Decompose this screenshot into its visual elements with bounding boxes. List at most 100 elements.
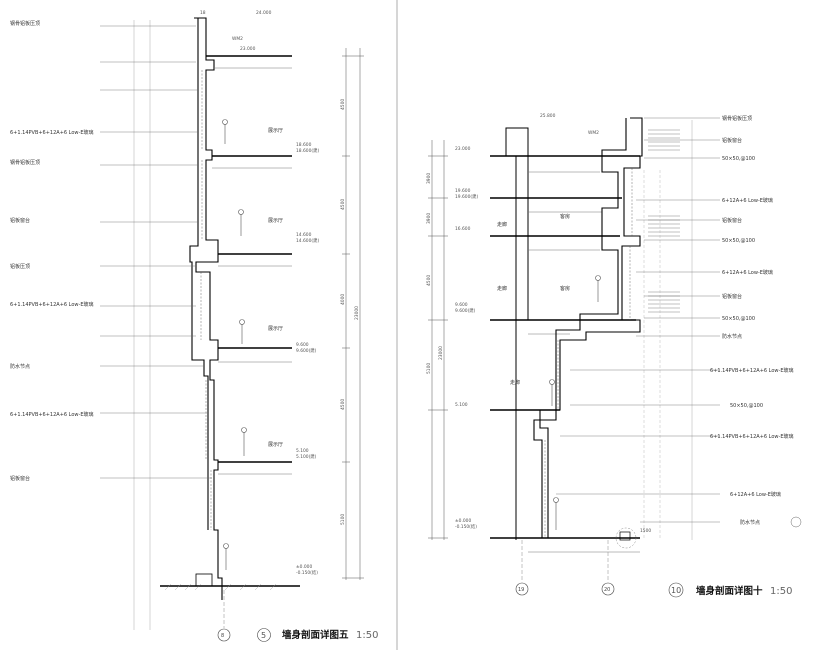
right-top-dim-2: WM2: [588, 130, 599, 136]
left-level-1: 23.000: [240, 46, 256, 52]
right-level-6: ±0.000: [455, 518, 471, 524]
left-leaders: [100, 25, 212, 479]
right-grid-axis-label-1: 19: [518, 587, 524, 593]
left-level-2: 18.600: [296, 142, 312, 148]
right-ceiling-lines: [528, 171, 640, 553]
left-floor-slabs: [160, 55, 300, 587]
right-note-10: 防水节点: [722, 333, 742, 340]
right-glazing-lines: [544, 168, 633, 538]
right-note-8: 铝板窗台: [722, 293, 742, 300]
left-vdim-4: 4500: [340, 399, 346, 410]
right-note-5: 铝板窗台: [722, 217, 742, 224]
right-facade-profile: [533, 117, 643, 538]
right-level-2: 19.600: [455, 188, 471, 194]
left-note-3: 钢骨铝板压顶: [10, 159, 40, 166]
right-grid-axis-bubble-2: [601, 582, 615, 596]
right-detail: [428, 117, 802, 598]
left-note-7: 防水节点: [10, 363, 30, 370]
right-level-3: 16.600: [455, 226, 471, 232]
right-level-6-sub: -0.150(结): [455, 523, 477, 530]
right-vdim-total: 23000: [438, 346, 444, 360]
right-room-5: 走廊: [510, 379, 520, 386]
left-top-dim-2: 24.000: [256, 10, 272, 16]
right-vdim-2: 3900: [426, 213, 432, 224]
right-dimension-chain: [428, 140, 448, 540]
right-grid-axis-bubble-1: [515, 582, 529, 596]
right-room-4: 客房: [560, 285, 570, 292]
left-note-8: 6+1.14PVB+6+12A+6 Low-E玻璃: [10, 411, 93, 418]
right-detail-number: 10: [671, 586, 681, 595]
left-level-5: 5.100: [296, 448, 309, 454]
right-note-14: 6+12A+6 Low-E玻璃: [730, 491, 781, 498]
left-note-4: 铝板窗台: [10, 217, 30, 224]
left-detail-number: 5: [261, 631, 266, 640]
left-scale-figures: [222, 119, 247, 570]
right-note-12: 50×50,@100: [730, 403, 763, 409]
right-level-4-sub: 9.600(建): [455, 307, 476, 314]
left-room-2: 展示厅: [268, 218, 283, 224]
left-level-2-sub: 18.600(建): [296, 147, 319, 154]
left-vdim-1: 4500: [340, 99, 346, 110]
right-note-9: 50×50,@100: [722, 316, 755, 322]
left-detail-scale: 1:50: [356, 630, 378, 641]
left-top-dim-1: 18: [200, 10, 206, 16]
left-note-5: 铝板压顶: [10, 263, 30, 270]
left-level-4: 9.600: [296, 342, 309, 348]
right-level-5: 5.100: [455, 402, 468, 408]
right-note-7: 6+12A+6 Low-E玻璃: [722, 269, 773, 276]
right-detail-title: 墙身剖面详图十: [696, 585, 763, 597]
left-ceiling-lines: [212, 67, 292, 475]
left-note-6: 6+1.14PVB+6+12A+6 Low-E玻璃: [10, 301, 93, 308]
left-vdim-2: 4500: [340, 199, 346, 210]
right-scale-figures: [549, 275, 601, 530]
right-room-3: 走廊: [497, 285, 507, 292]
right-grid-axis-label-2: 20: [604, 587, 610, 593]
right-note-15: 防水节点: [740, 519, 760, 526]
left-level-3: 14.600: [296, 232, 312, 238]
left-note-9: 铝板窗台: [10, 475, 30, 482]
left-room-1: 展示厅: [268, 128, 283, 134]
right-room-1: 走廊: [497, 221, 507, 228]
right-detail-number-bubble: [668, 582, 684, 598]
right-bottom-dim: 1500: [640, 528, 651, 534]
left-dimension-chain: [342, 48, 364, 580]
right-note-13: 6+1.14PVB+6+12A+6 Low-E玻璃: [710, 433, 793, 440]
left-vdim-5: 5100: [340, 514, 346, 525]
right-vdim-1: 3900: [426, 173, 432, 184]
left-level-1-code: WM2: [232, 36, 243, 42]
left-level-6-sub: -0.150(结): [296, 569, 318, 576]
right-note-4: 6+12A+6 Low-E玻璃: [722, 197, 773, 204]
left-vdim-3: 4000: [340, 294, 346, 305]
left-grid-axis-label: 8: [221, 633, 224, 639]
left-level-4-sub: 9.600(建): [296, 347, 317, 354]
left-detail-number-bubble: [257, 628, 271, 642]
left-detail: [100, 17, 364, 642]
left-room-3: 展示厅: [268, 326, 283, 332]
left-level-3-sub: 14.600(建): [296, 237, 319, 244]
right-leaders: [556, 117, 720, 523]
right-note-11: 6+1.14PVB+6+12A+6 Low-E玻璃: [710, 367, 793, 374]
left-room-4: 展示厅: [268, 442, 283, 448]
right-floor-slabs: [490, 155, 640, 539]
left-note-1: 钢骨铝板压顶: [10, 20, 40, 27]
right-note-1: 钢骨铝板压顶: [722, 115, 752, 122]
left-level-5-sub: 5.100(建): [296, 453, 317, 460]
left-glazing-lines: [200, 70, 212, 530]
right-detail-scale: 1:50: [770, 586, 792, 597]
right-building-core: [505, 127, 529, 540]
left-level-6: ±0.000: [296, 564, 312, 570]
right-vdim-3: 4500: [426, 275, 432, 286]
right-note-2: 铝板窗台: [722, 137, 742, 144]
right-aux-lines: [643, 170, 661, 540]
right-level-1: 23.000: [455, 146, 471, 152]
right-note-3: 50×50,@100: [722, 156, 755, 162]
left-wall-profile: [189, 17, 223, 600]
left-detail-title: 墙身剖面详图五: [282, 629, 349, 641]
left-ground-hatch: [164, 583, 277, 591]
left-note-2: 6+1.14PVB+6+12A+6 Low-E玻璃: [10, 129, 93, 136]
right-level-2-sub: 19.600(建): [455, 193, 478, 200]
right-vdim-4: 5100: [426, 363, 432, 374]
right-room-2: 客房: [560, 213, 570, 220]
right-level-4: 9.600: [455, 302, 468, 308]
